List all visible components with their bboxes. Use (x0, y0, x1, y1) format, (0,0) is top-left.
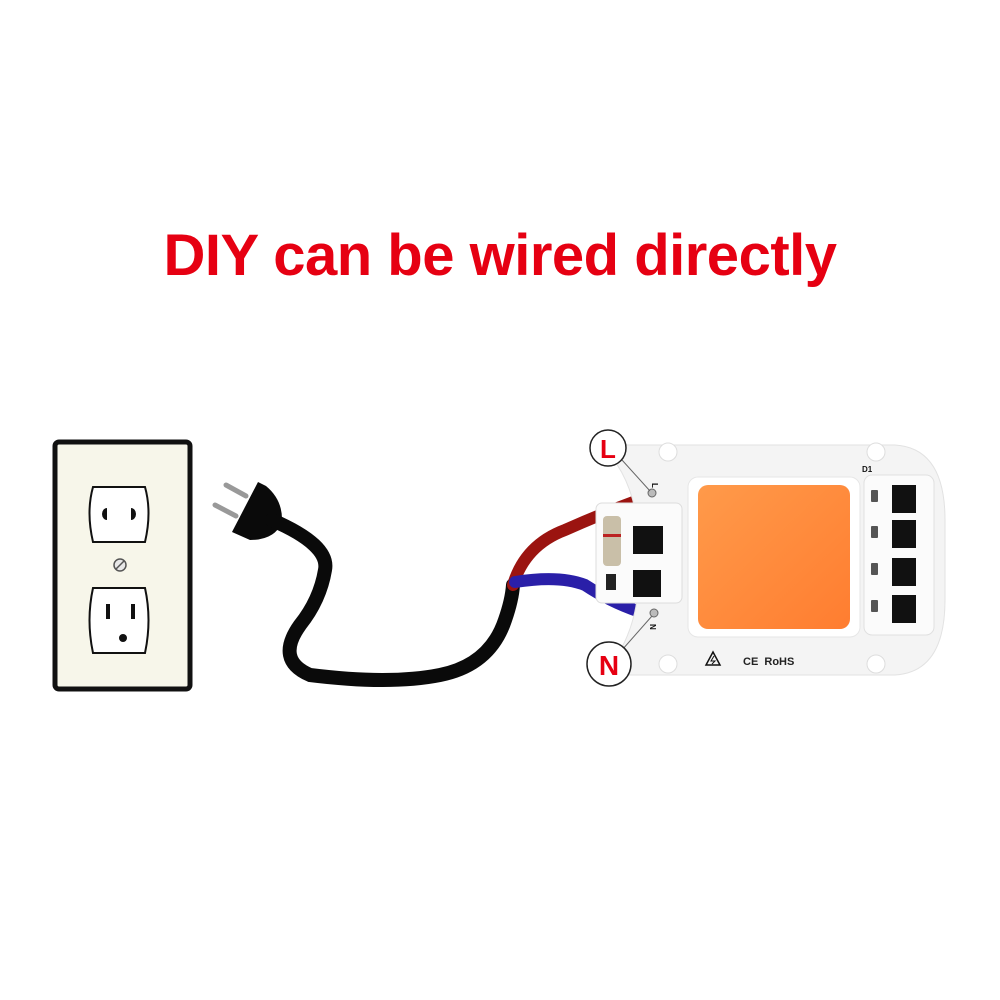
cob-led-board: D1 L N CE RoHS (595, 442, 946, 676)
live-label: L (600, 434, 616, 464)
wall-outlet-icon (52, 439, 193, 692)
plug-icon (212, 482, 283, 540)
power-cord (265, 513, 520, 687)
live-callout: L (589, 429, 627, 467)
neutral-wire (509, 573, 656, 621)
led-chip (698, 485, 850, 629)
high-voltage-warning-icon (704, 650, 722, 666)
neutral-callout: N (586, 641, 632, 687)
neutral-label: N (599, 650, 619, 681)
board-live-mark: L (650, 483, 659, 488)
headline: DIY can be wired directly (163, 223, 837, 288)
certification-mark: CE RoHS (743, 656, 794, 668)
component-ref-label: D1 (862, 465, 873, 474)
board-neutral-mark: N (648, 624, 657, 630)
